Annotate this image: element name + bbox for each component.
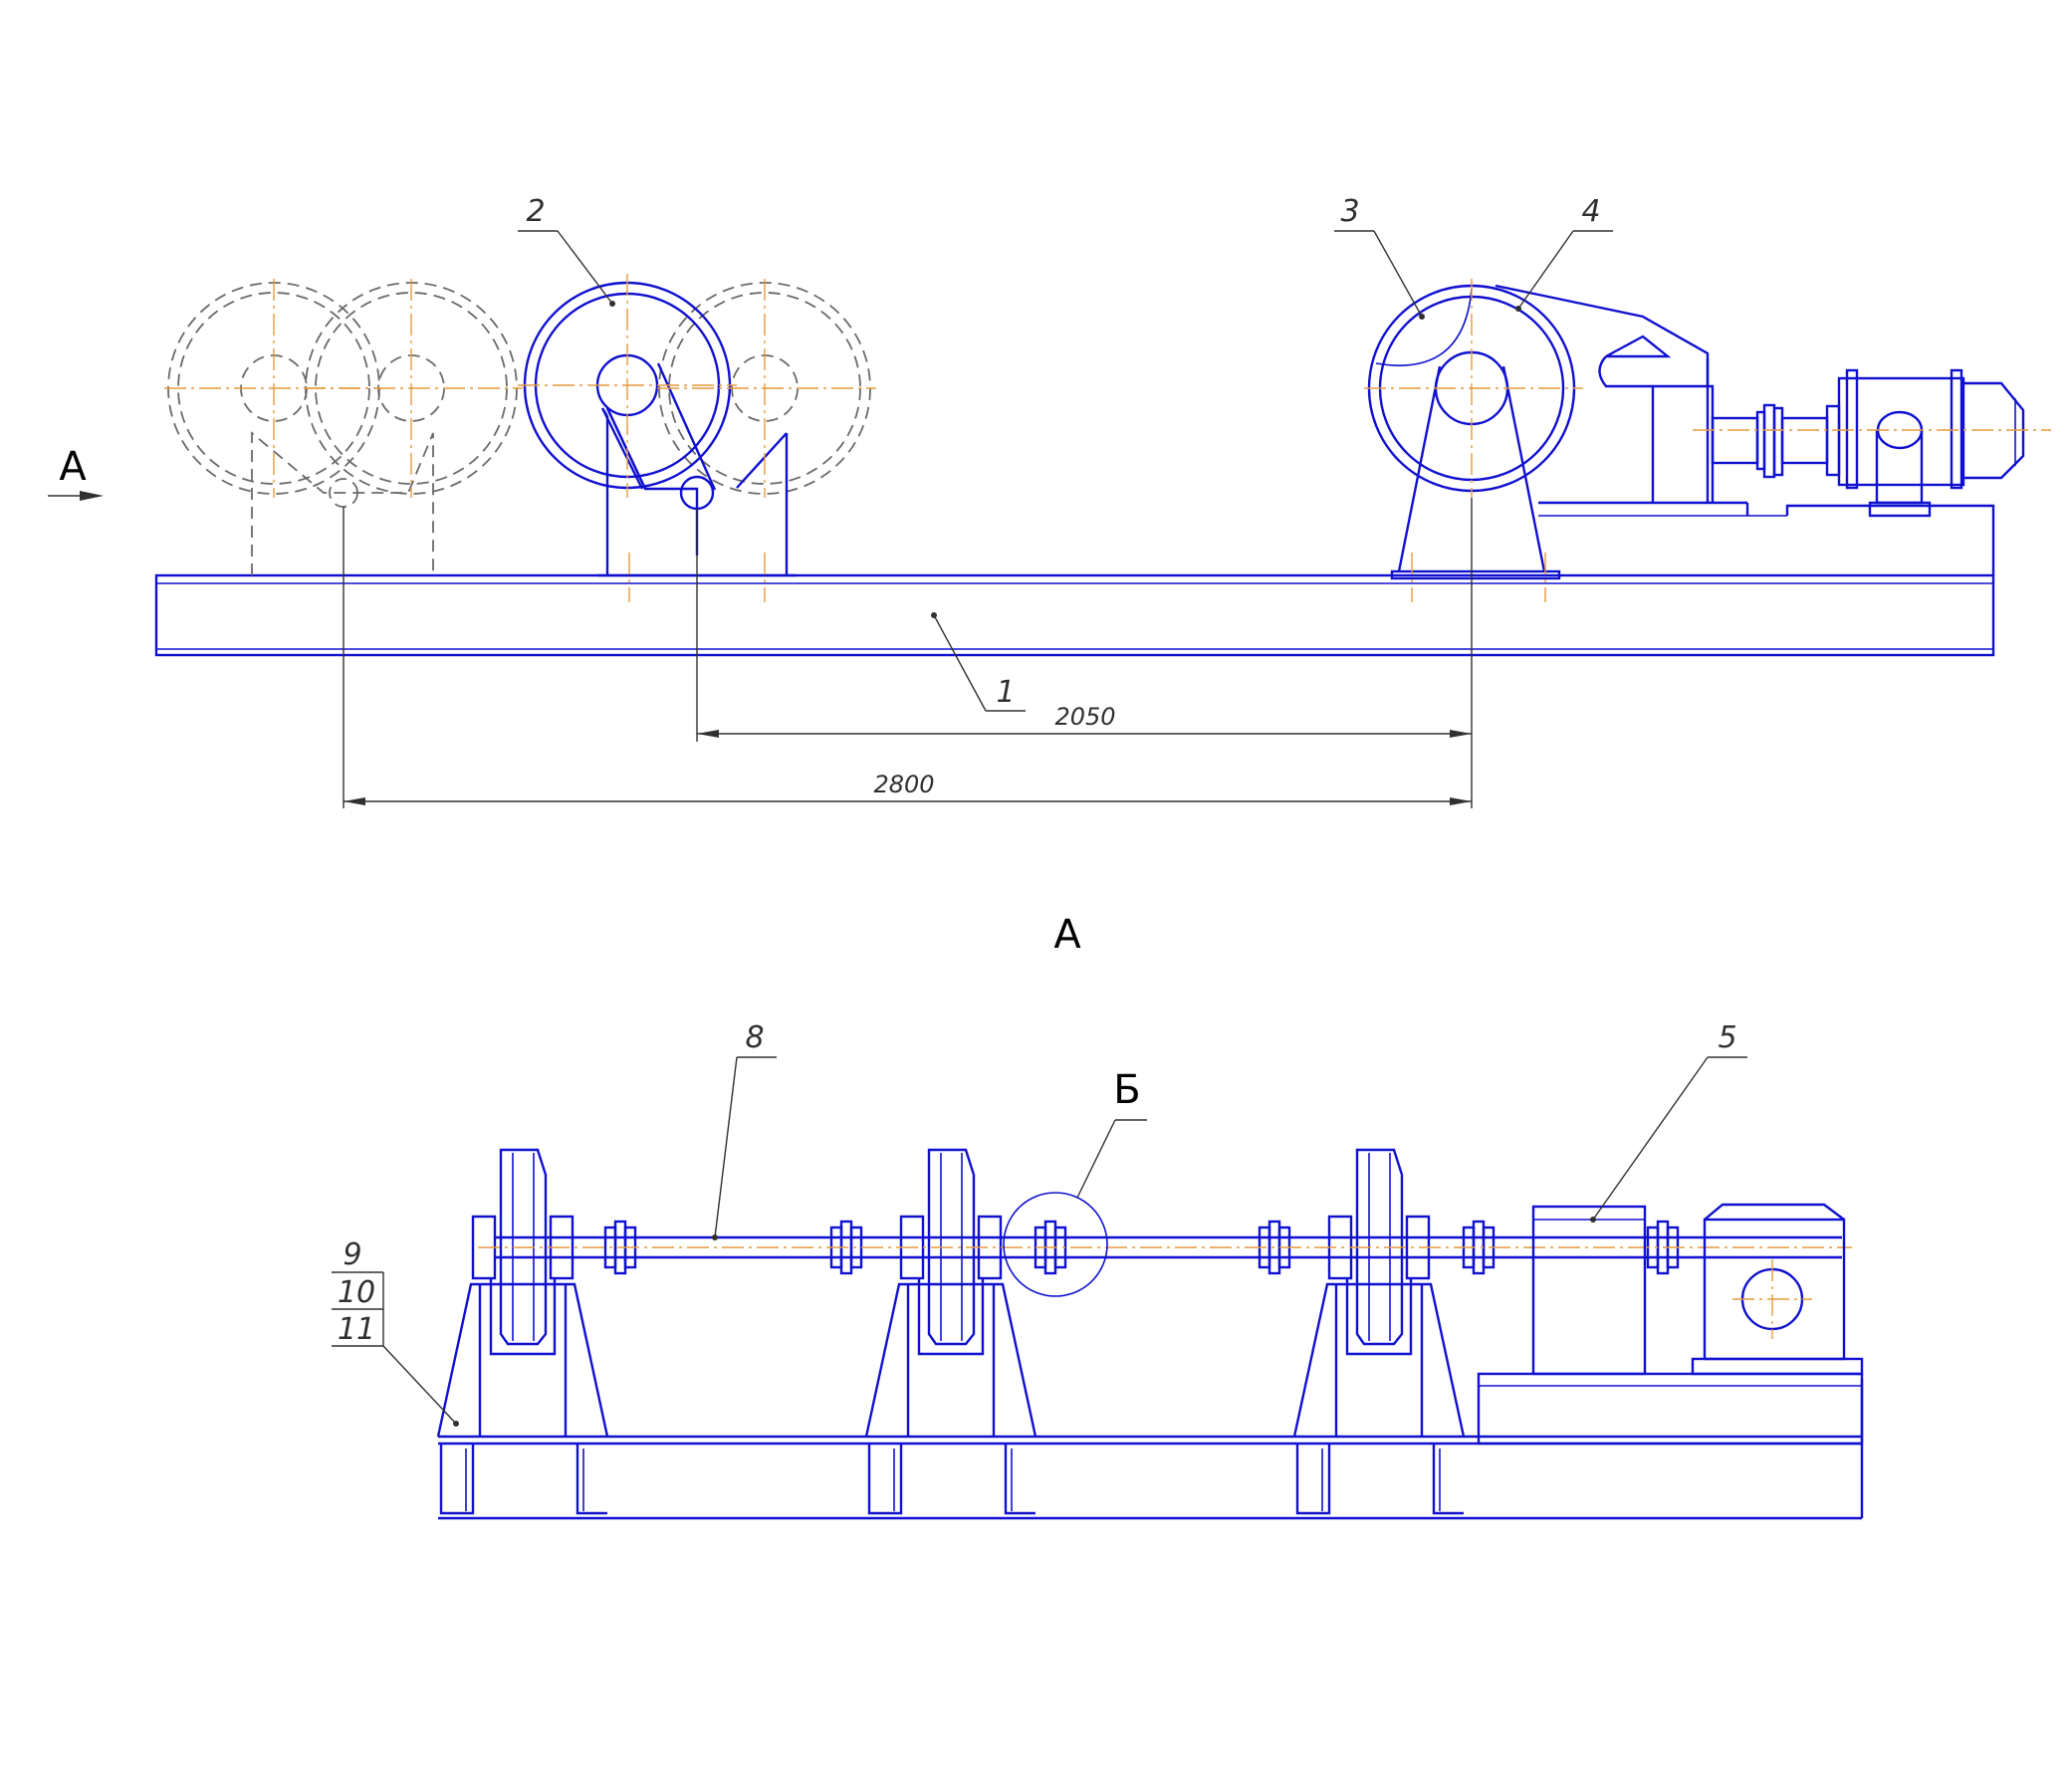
callout-3: 3 [1340,194,1359,229]
side-callouts: 1 2 3 4 [518,194,1613,712]
callout-11: 11 [338,1312,375,1347]
view-arrow-label: А [59,444,87,490]
callout-4: 4 [1581,194,1600,229]
plan-shaft [478,1220,1852,1275]
plan-view-title: А [1053,912,1081,958]
dimension-2800: 2800 [873,771,934,798]
base-frame [154,504,1995,657]
plan-view: А [332,912,1864,1520]
side-view: 2050 2800 1 2 3 4 А [48,194,2051,808]
plan-base-frame [438,1357,1864,1520]
support-2 [864,1148,1037,1515]
callout-1: 1 [996,675,1015,710]
support-3 [1292,1148,1466,1515]
view-arrow-a: А [48,444,104,501]
callout-10: 10 [338,1275,375,1310]
idler-roller-assembly [523,281,797,577]
plan-callouts: 8 5 9 10 11 [332,1020,1747,1427]
motor-drive [1711,368,2025,518]
detail-b: Б [1003,1067,1147,1297]
callout-2: 2 [526,194,545,229]
plan-drive [1531,1203,1846,1376]
plan-supports [436,1148,1466,1515]
detail-b-label: Б [1113,1067,1140,1113]
support-1 [436,1148,609,1515]
side-centerlines [164,274,2051,602]
dimension-2050: 2050 [1054,703,1115,731]
callout-9: 9 [343,1237,361,1272]
dimension-lines: 2050 2800 [343,498,1473,808]
callout-8: 8 [745,1020,764,1055]
callout-5: 5 [1718,1020,1736,1055]
